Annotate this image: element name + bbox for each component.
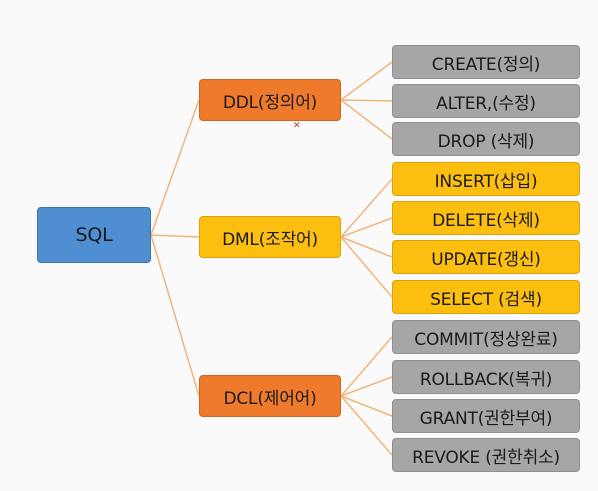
close-icon: ✕ — [293, 121, 301, 131]
connector-root-to-group — [150, 99, 200, 236]
leaf-label: GRANT(권한부여) — [419, 408, 553, 429]
connector-group-to-leaf — [340, 336, 393, 397]
leaf-label: DELETE(삭제) — [432, 210, 540, 231]
group-label-dml: DML(조작어) — [222, 229, 318, 250]
leaf-node-delete: DELETE(삭제) — [392, 201, 580, 235]
group-node-dcl: DCL(제어어) — [199, 375, 341, 417]
leaf-label: SELECT (검색) — [430, 289, 542, 310]
leaf-node-create: CREATE(정의) — [392, 45, 580, 79]
leaf-node-revoke: REVOKE (권한취소) — [392, 438, 580, 472]
connector-group-to-leaf — [340, 236, 393, 258]
group-label-dcl: DCL(제어어) — [223, 388, 317, 409]
leaf-label: ROLLBACK(복귀) — [419, 369, 553, 390]
group-node-dml: DML(조작어) — [199, 216, 341, 258]
connector-group-to-leaf — [340, 395, 393, 456]
connector-group-to-leaf — [340, 395, 393, 417]
connector-root-to-group — [150, 234, 200, 238]
leaf-label: CREATE(정의) — [431, 54, 541, 75]
leaf-label: UPDATE(갱신) — [431, 249, 541, 270]
connector-group-to-leaf — [340, 236, 393, 298]
leaf-node-commit: COMMIT(정상완료) — [392, 320, 580, 354]
leaf-label: DROP (삭제) — [437, 131, 535, 152]
root-node-sql: SQL — [37, 207, 151, 263]
leaf-label: INSERT(삽입) — [434, 171, 538, 192]
leaf-node-drop: DROP (삭제) — [392, 122, 580, 156]
connector-group-to-leaf — [340, 178, 393, 238]
root-label: SQL — [75, 224, 113, 246]
leaf-label: ALTER,(수정) — [436, 93, 536, 114]
leaf-node-rollback: ROLLBACK(복귀) — [392, 360, 580, 394]
leaf-node-grant: GRANT(권한부여) — [392, 399, 580, 433]
group-label-ddl: DDL(정의어) — [222, 92, 318, 113]
leaf-node-insert: INSERT(삽입) — [392, 162, 580, 196]
connector-root-to-group — [150, 234, 200, 397]
connector-group-to-leaf — [340, 217, 393, 238]
leaf-label: COMMIT(정상완료) — [414, 329, 558, 350]
leaf-node-update: UPDATE(갱신) — [392, 240, 580, 274]
connector-group-to-leaf — [340, 61, 393, 101]
leaf-node-select: SELECT (검색) — [392, 280, 580, 314]
connector-group-to-leaf — [340, 99, 393, 140]
connector-group-to-leaf — [340, 376, 393, 397]
connector-group-to-leaf — [340, 99, 393, 102]
group-node-ddl: DDL(정의어) — [199, 79, 341, 121]
leaf-node-alter: ALTER,(수정) — [392, 84, 580, 118]
leaf-label: REVOKE (권한취소) — [412, 447, 560, 468]
